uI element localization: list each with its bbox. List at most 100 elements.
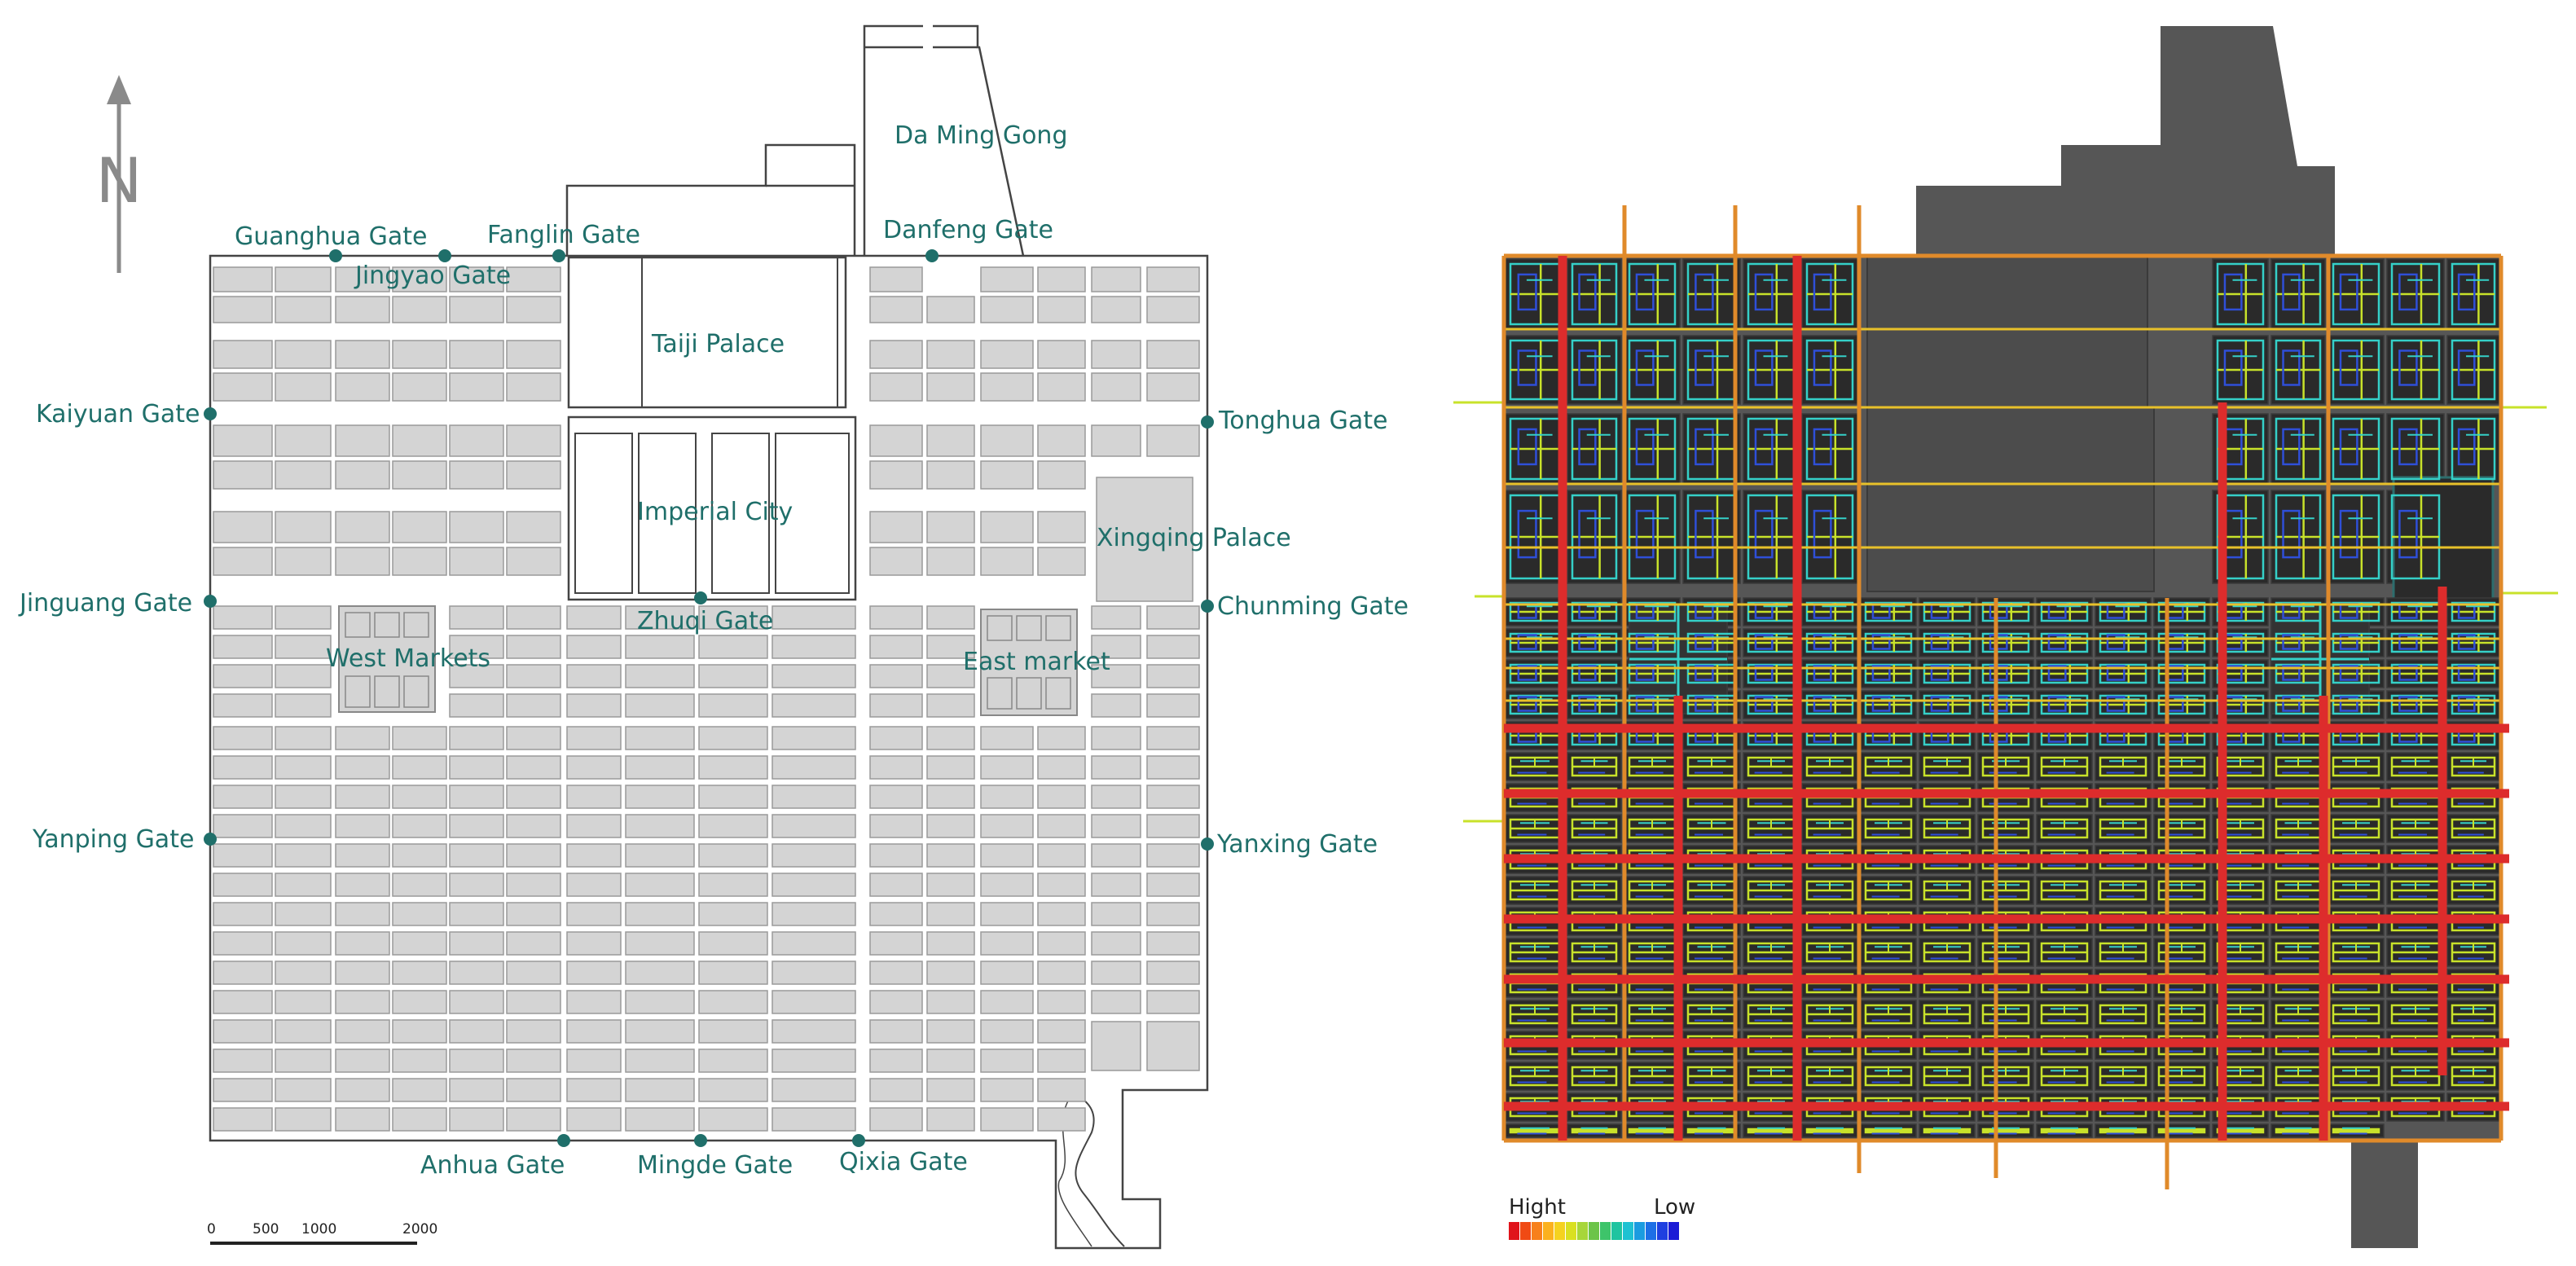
ward-block — [1091, 605, 1141, 630]
legend-swatch — [1532, 1222, 1542, 1240]
ward-block — [869, 902, 923, 926]
ward-block — [213, 931, 273, 956]
ward-block — [869, 296, 923, 323]
lane — [1871, 634, 1891, 650]
scale-tick-2000: 2000 — [402, 1221, 437, 1237]
ward-block — [213, 424, 273, 457]
ward-block — [869, 843, 923, 868]
ward-block — [1037, 755, 1086, 780]
ward-block — [275, 931, 332, 956]
ward-block — [1037, 785, 1086, 809]
ward-block — [449, 1078, 504, 1102]
ward-block — [625, 931, 695, 956]
gate-marker — [852, 1134, 865, 1147]
ward-block — [335, 1107, 390, 1132]
ward-block — [1037, 424, 1086, 457]
ward-block — [392, 726, 447, 750]
legend-swatch — [1600, 1222, 1611, 1240]
lane — [1813, 509, 1832, 559]
label-kaiyuan-gate: Kaiyuan Gate — [36, 400, 200, 429]
ward-block — [213, 873, 273, 897]
ward-block — [1146, 902, 1200, 926]
ward-block — [698, 873, 768, 897]
ward-block — [1146, 990, 1200, 1014]
ward-block — [449, 372, 504, 402]
ward-block — [566, 960, 622, 985]
lane — [2457, 273, 2476, 311]
scale-tick-0: 0 — [207, 1221, 216, 1237]
gate-marker — [925, 249, 939, 262]
ward-block — [1091, 266, 1141, 292]
ward-block — [1091, 755, 1141, 780]
label-guanghua-gate: Guanghua Gate — [235, 222, 428, 251]
ward-block — [771, 635, 856, 659]
ward-block — [335, 726, 390, 750]
lane — [2398, 509, 2418, 559]
label-qixia-gate: Qixia Gate — [839, 1148, 968, 1176]
ward-block — [625, 990, 695, 1014]
ward-block — [1146, 340, 1200, 369]
ward-block — [926, 340, 975, 369]
ward-block — [275, 785, 332, 809]
ward-block — [980, 547, 1034, 576]
ward-block — [771, 902, 856, 926]
ward-block — [275, 605, 332, 630]
ward-block — [335, 1019, 390, 1044]
ward-block — [1037, 460, 1086, 490]
ward-block — [275, 296, 332, 323]
ward-block — [1037, 902, 1086, 926]
ward-block — [1037, 931, 1086, 956]
ward-block — [980, 424, 1034, 457]
ward-block — [980, 814, 1034, 838]
ward-block — [980, 873, 1034, 897]
lane — [1578, 665, 1597, 681]
ward-block — [771, 990, 856, 1014]
ward-block — [869, 814, 923, 838]
ward-block — [771, 785, 856, 809]
lane — [2047, 696, 2067, 712]
ward-block — [449, 424, 504, 457]
scale-bar: 0 500 1000 2000 — [207, 1221, 437, 1245]
legend-color-ramp — [1509, 1222, 1679, 1240]
lane — [1635, 696, 1655, 712]
ward-block — [1037, 1019, 1086, 1044]
ward-block — [869, 635, 923, 659]
ward-block — [1037, 511, 1086, 543]
ward-block — [392, 1048, 447, 1073]
ward-block — [1037, 340, 1086, 369]
lane — [2282, 665, 2301, 681]
ward-block — [625, 873, 695, 897]
ward-block — [449, 296, 504, 323]
ward-block — [566, 1107, 622, 1132]
ward-block — [1037, 726, 1086, 750]
ward-block — [392, 873, 447, 897]
lane — [1695, 349, 1714, 386]
label-zhuqi-gate: Zhuqi Gate — [637, 607, 773, 635]
ward-block — [506, 664, 561, 688]
ward-block — [275, 873, 332, 897]
ward-block — [275, 460, 332, 490]
lane — [2339, 696, 2358, 712]
ward-block — [1091, 296, 1141, 323]
ward-block — [335, 511, 390, 543]
ward-block — [449, 873, 504, 897]
gate-marker — [204, 595, 217, 608]
lane — [1754, 665, 1774, 681]
ward-block — [392, 785, 447, 809]
label-da-ming-gong: Da Ming Gong — [895, 121, 1068, 150]
da-ming-gong-outline — [863, 24, 1025, 257]
ward-block — [449, 960, 504, 985]
ward-block — [506, 605, 561, 630]
gate-marker — [329, 249, 342, 262]
lane — [1517, 696, 1537, 712]
ward-block — [698, 1107, 768, 1132]
gate-marker — [552, 249, 565, 262]
ward-block — [506, 726, 561, 750]
lane — [1754, 509, 1774, 559]
ward-block — [926, 1048, 975, 1073]
label-jinguang-gate: Jinguang Gate — [18, 589, 192, 618]
label-anhua-gate: Anhua Gate — [420, 1151, 565, 1180]
north-arrow: N — [96, 75, 142, 273]
ward-block — [566, 664, 622, 688]
ward-block — [1146, 693, 1200, 718]
